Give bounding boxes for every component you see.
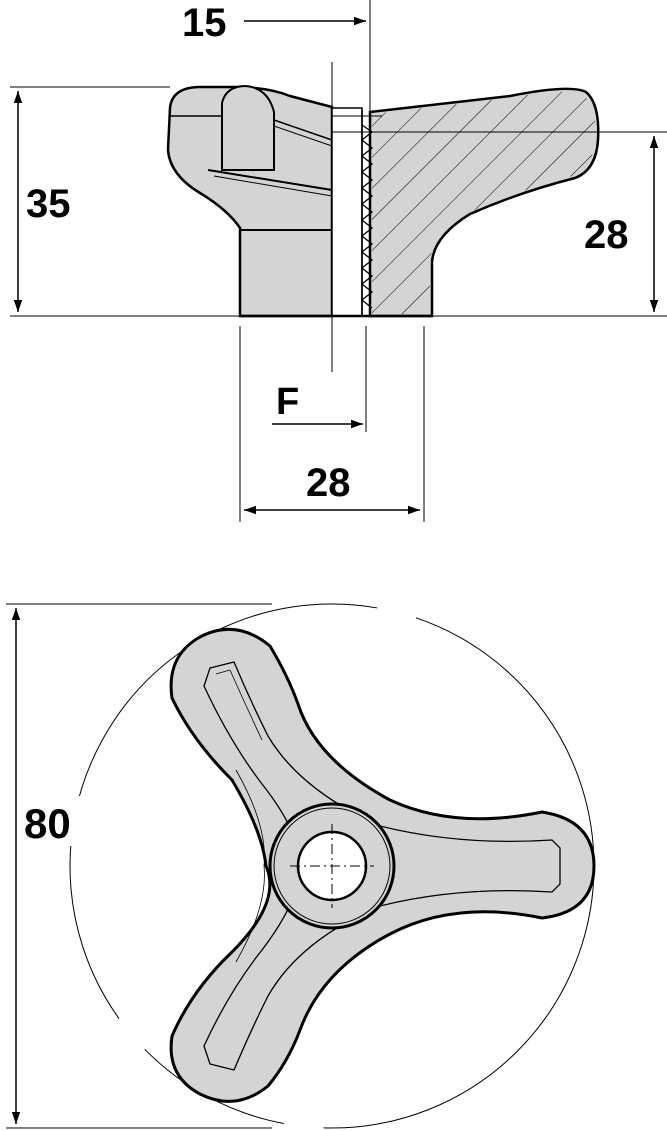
knob-lobe-cap: [221, 84, 275, 171]
top-view: 80: [6, 603, 596, 1129]
dim-base-diameter: 28: [306, 461, 351, 505]
hub-inner-ring: [273, 807, 391, 925]
dim-outer-diameter: 80: [24, 800, 71, 847]
dim-height-right: 28: [584, 213, 629, 257]
thread-teeth: [360, 124, 374, 309]
side-view: 15 35 28 F 28: [10, 0, 667, 522]
thread-bore: [331, 107, 363, 317]
dim-height-total: 35: [26, 182, 71, 226]
dim-thread-label: F: [276, 381, 299, 423]
dim-top-offset: 15: [182, 1, 227, 45]
